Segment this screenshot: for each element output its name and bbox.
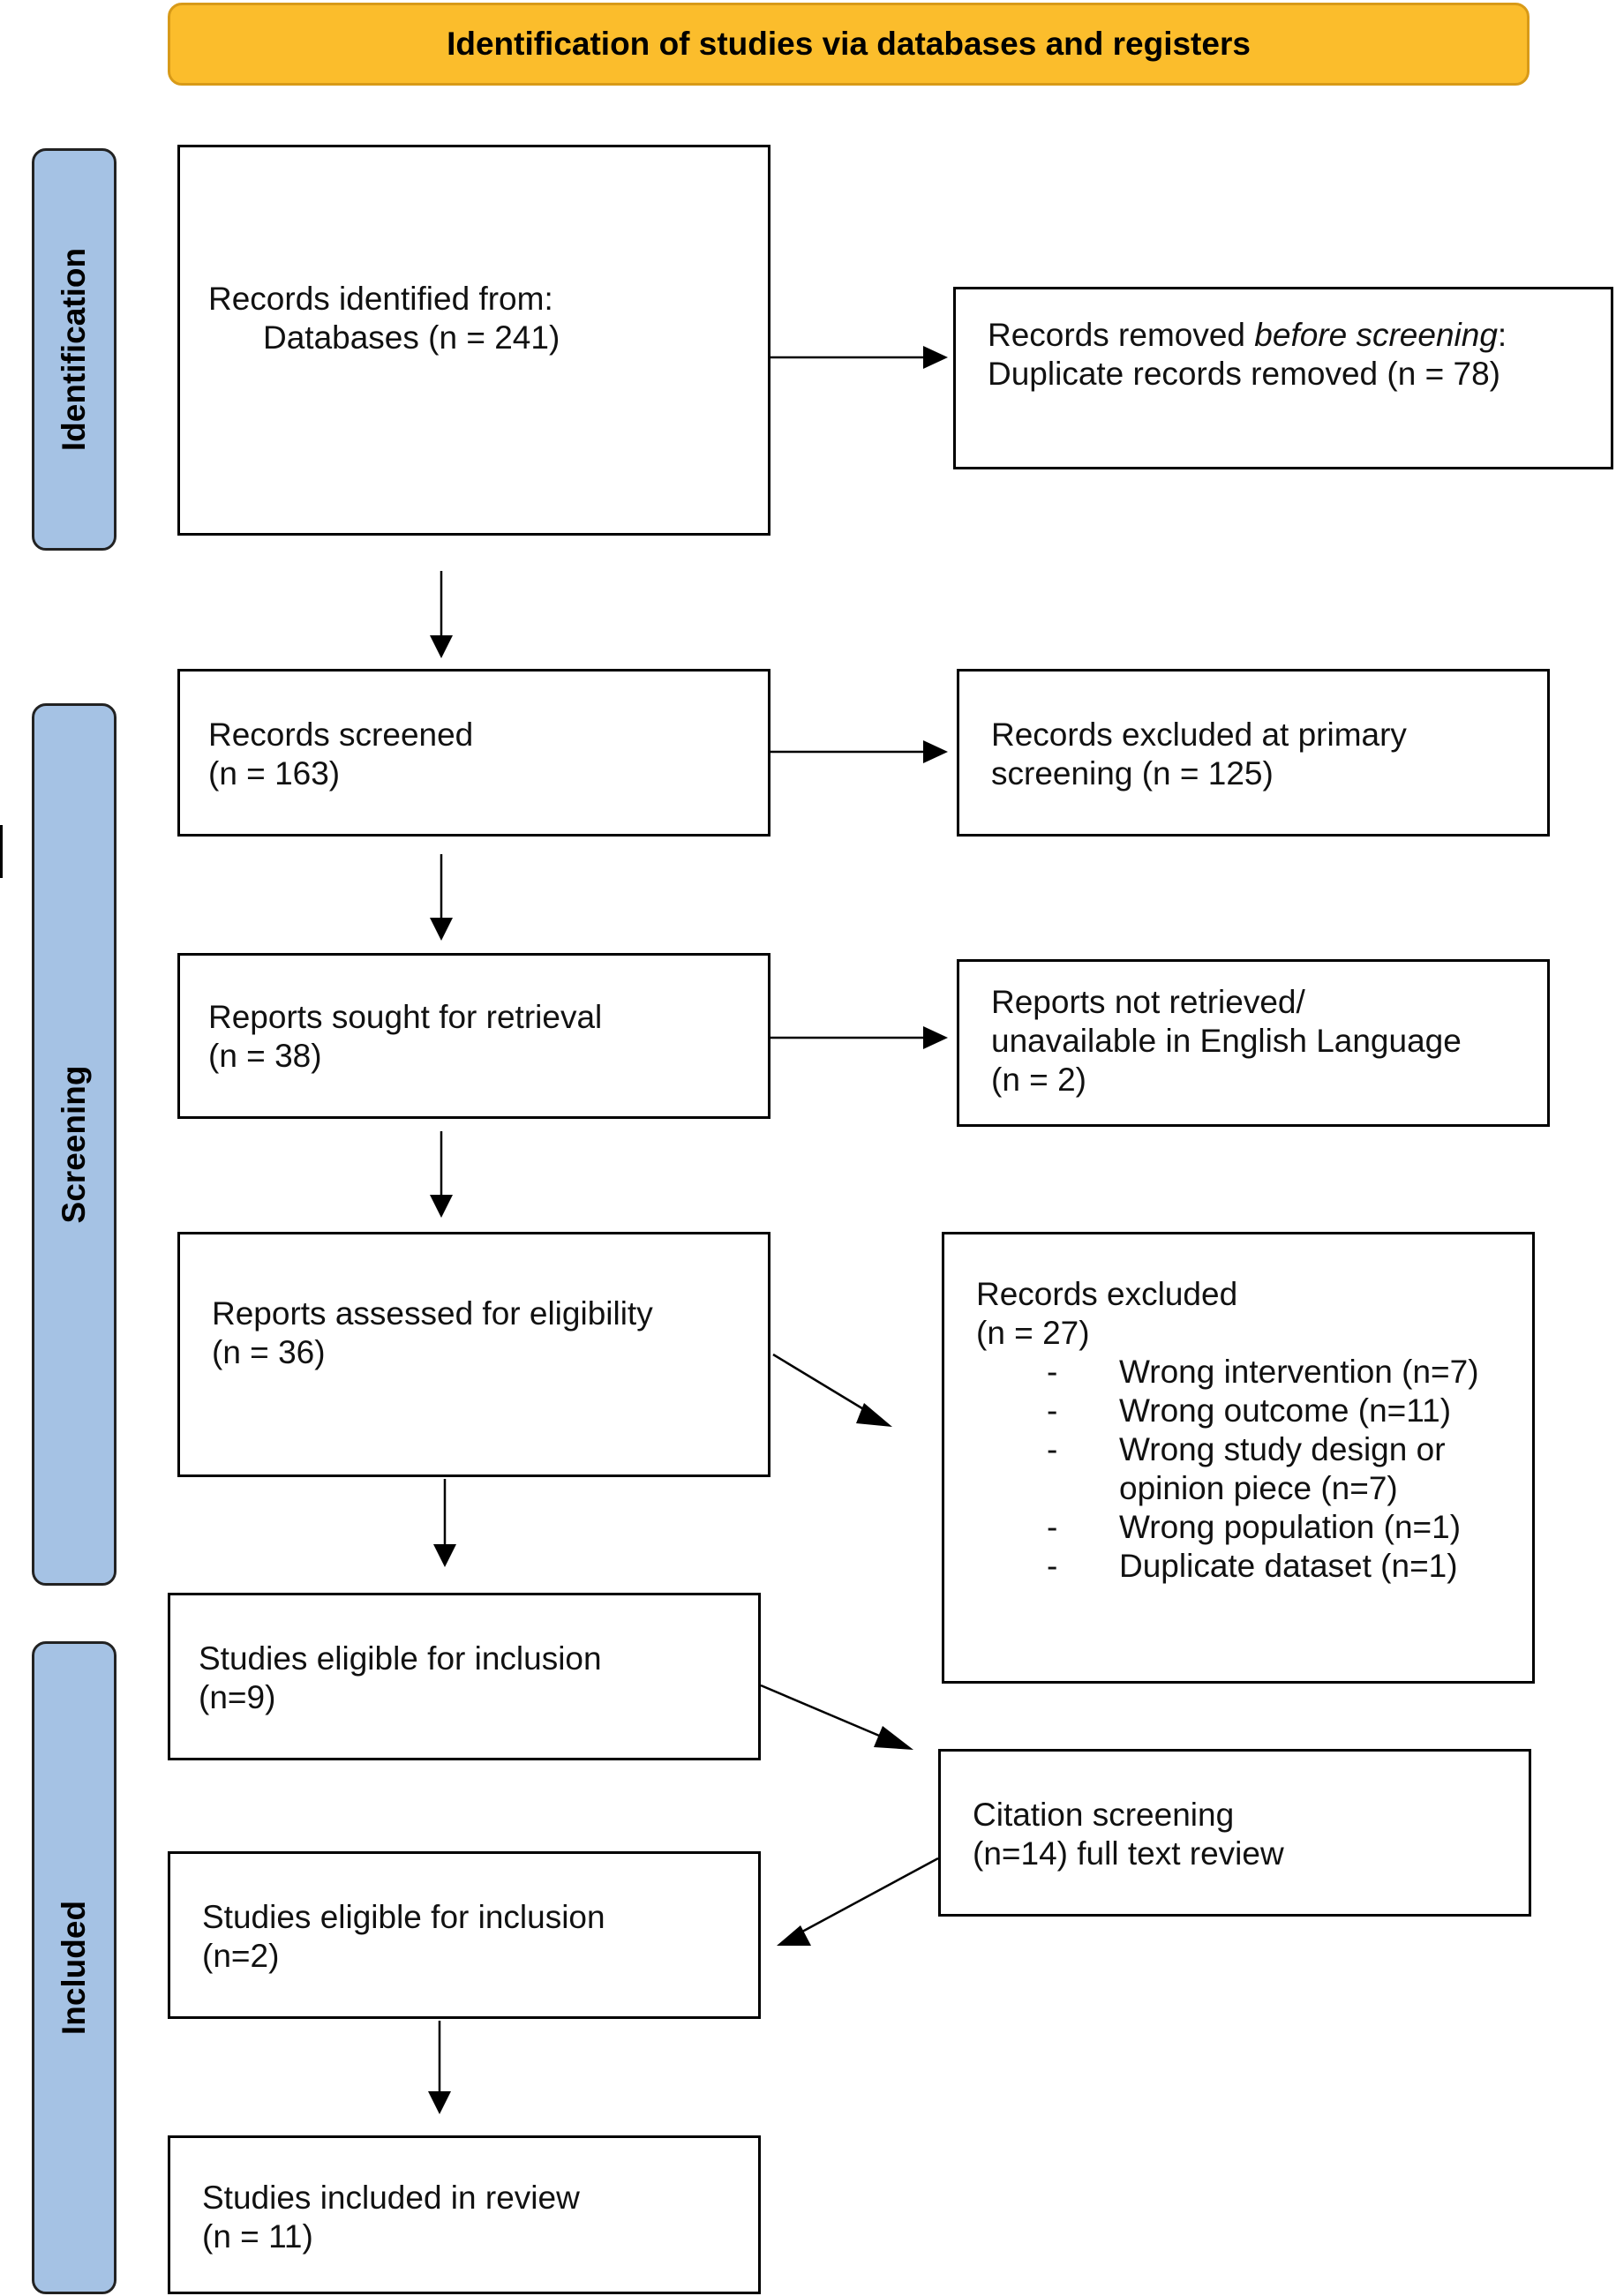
box-records-screened: Records screened (n = 163): [177, 669, 770, 837]
section-included: Included: [32, 1641, 117, 2294]
assessed-count: (n = 36): [212, 1334, 326, 1370]
records-excluded-label: Records excluded: [976, 1276, 1238, 1312]
eligible-second-count: (n=2): [202, 1938, 280, 1974]
not-retrieved-label: Reports not retrieved/: [991, 984, 1305, 1020]
records-identified-label: Records identified from:: [208, 281, 553, 317]
eligible-first-count: (n=9): [199, 1679, 276, 1715]
citation-count: (n=14) full text review: [973, 1835, 1284, 1872]
edge-mark: [0, 825, 3, 878]
arrow-sought-to-not-retrieved-head: [923, 1026, 948, 1049]
arrow-eligible-to-citation-head: [874, 1726, 913, 1750]
arrow-assessed-to-excluded: [772, 1353, 879, 1420]
studies-included-label: Studies included in review: [202, 2180, 580, 2216]
exclusion-reason: -Duplicate dataset (n=1): [1047, 1548, 1458, 1584]
section-screening: Screening: [32, 703, 117, 1586]
box-records-identified: Records identified from: Databases (n = …: [177, 145, 770, 536]
arrow-screened-to-sought-head: [430, 918, 453, 941]
box-eligible-second: Studies eligible for inclusion (n=2): [168, 1851, 761, 2019]
not-retrieved-reason: unavailable in English Language: [991, 1023, 1462, 1059]
records-screened-label: Records screened: [208, 717, 474, 753]
exclusion-reason: -Wrong outcome (n=11): [1047, 1392, 1452, 1429]
arrow-sought-to-assessed-head: [430, 1195, 453, 1218]
excluded-primary-count: screening (n = 125): [991, 755, 1274, 792]
box-studies-included: Studies included in review (n = 11): [168, 2135, 761, 2294]
reports-sought-count: (n = 38): [208, 1038, 322, 1074]
header-title: Identification of studies via databases …: [447, 26, 1251, 62]
exclusion-reason: -Wrong study design or opinion piece (n=…: [1047, 1431, 1446, 1506]
arrow-citation-to-eligible: [792, 1857, 939, 1939]
arrow-identified-to-removed-head: [923, 346, 948, 369]
section-identification: Identification: [32, 148, 117, 551]
citation-label: Citation screening: [973, 1797, 1235, 1833]
box-not-retrieved: Reports not retrieved/ unavailable in En…: [957, 959, 1550, 1127]
box-citation-screening: Citation screening (n=14) full text revi…: [938, 1749, 1531, 1917]
not-retrieved-count: (n = 2): [991, 1062, 1086, 1098]
records-excluded-count: (n = 27): [976, 1315, 1090, 1351]
studies-included-count: (n = 11): [202, 2218, 313, 2255]
eligible-second-label: Studies eligible for inclusion: [202, 1899, 605, 1935]
header-banner: Identification of studies via databases …: [168, 3, 1530, 86]
section-label-identification: Identification: [56, 247, 92, 452]
eligible-first-label: Studies eligible for inclusion: [199, 1640, 602, 1677]
arrow-assessed-to-excluded-head: [856, 1403, 892, 1427]
arrow-citation-to-eligible-head: [777, 1925, 811, 1946]
removed-duplicates: Duplicate records removed (n = 78): [988, 356, 1500, 392]
exclusion-reason: -Wrong population (n=1): [1047, 1509, 1462, 1545]
removed-before-heading: Records removed before screening:: [988, 317, 1507, 353]
arrow-assessed-to-eligible-head: [433, 1544, 456, 1567]
box-excluded-primary: Records excluded at primary screening (n…: [957, 669, 1550, 837]
box-reports-sought: Reports sought for retrieval (n = 38): [177, 953, 770, 1119]
arrow-eligible-to-included-head: [428, 2091, 451, 2114]
box-records-excluded: Records excluded (n = 27) -Wrong interve…: [942, 1232, 1535, 1684]
exclusion-reason: -Wrong intervention (n=7): [1047, 1354, 1479, 1390]
arrow-identified-to-screened-head: [430, 635, 453, 658]
records-identified-databases: Databases (n = 241): [263, 319, 560, 356]
arrow-eligible-to-citation: [760, 1684, 897, 1745]
exclusion-reasons-list: -Wrong intervention (n=7) -Wrong outcome…: [976, 1353, 1520, 1586]
section-label-included: Included: [56, 1900, 92, 2036]
excluded-primary-label: Records excluded at primary: [991, 717, 1407, 753]
reports-sought-label: Reports sought for retrieval: [208, 999, 603, 1035]
box-removed-before-screening: Records removed before screening: Duplic…: [953, 287, 1613, 469]
box-reports-assessed: Reports assessed for eligibility (n = 36…: [177, 1232, 770, 1477]
arrow-screened-to-excluded-head: [923, 740, 948, 763]
section-label-screening: Screening: [56, 1065, 92, 1224]
assessed-label: Reports assessed for eligibility: [212, 1295, 653, 1332]
box-eligible-first: Studies eligible for inclusion (n=9): [168, 1593, 761, 1760]
records-screened-count: (n = 163): [208, 755, 341, 792]
